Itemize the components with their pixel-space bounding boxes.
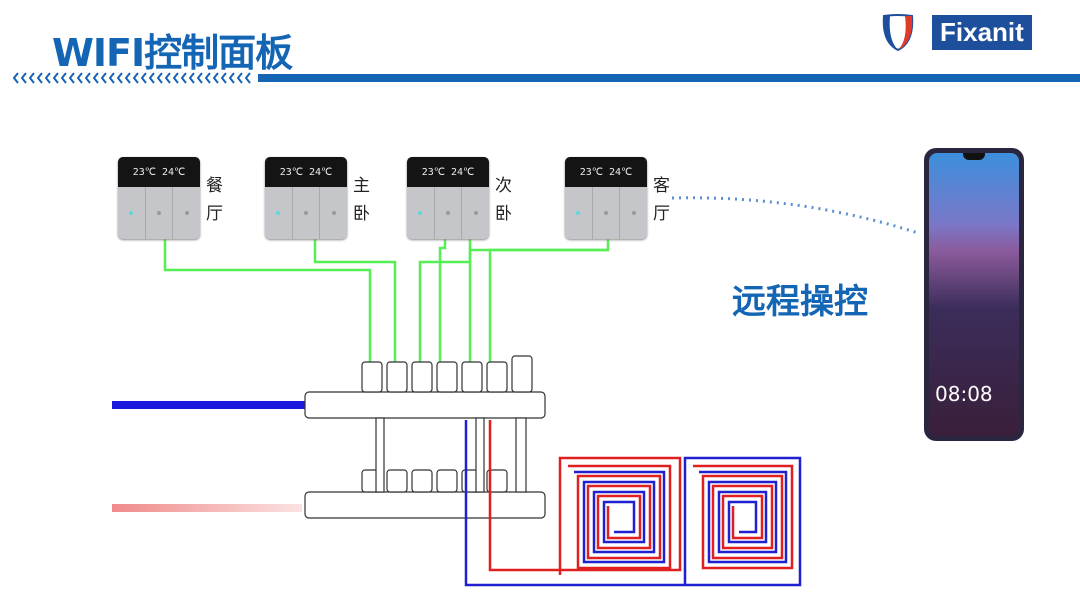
chevron-decoration (60, 72, 67, 84)
chevron-decoration (180, 72, 187, 84)
power-key[interactable] (565, 187, 593, 239)
thermostat-panel[interactable]: 23℃ 24℃ (265, 157, 347, 239)
valve-actuator (386, 361, 408, 393)
chevron-decoration (148, 72, 155, 84)
chevron-decoration (228, 72, 235, 84)
thermostat-display: 23℃ 24℃ (565, 157, 647, 187)
thermostat-panel[interactable]: 23℃ 24℃ (118, 157, 200, 239)
chevron-decoration (188, 72, 195, 84)
chevron-decoration (108, 72, 115, 84)
wifi-link (671, 196, 919, 235)
chevron-decoration (68, 72, 75, 84)
chevron-decoration (164, 72, 171, 84)
thermostat-panel[interactable]: 23℃ 24℃ (565, 157, 647, 239)
chevron-decoration (204, 72, 211, 84)
chevron-decoration (76, 72, 83, 84)
up-key[interactable] (173, 187, 200, 239)
chevron-decoration (132, 72, 139, 84)
thermostat-display: 23℃ 24℃ (118, 157, 200, 187)
thermostat-display: 23℃ 24℃ (407, 157, 489, 187)
brand-name: Fixanit (932, 14, 1032, 50)
valve-actuator (486, 361, 508, 393)
phone-notch (963, 153, 985, 160)
valve-actuator (361, 361, 383, 393)
chevron-decoration (124, 72, 131, 84)
supply-pipe (112, 401, 307, 409)
chevron-decoration (84, 72, 91, 84)
control-wires (163, 238, 610, 362)
thermostat-display: 23℃ 24℃ (265, 157, 347, 187)
current-temp: 23℃ (132, 166, 156, 178)
chevron-decoration (20, 72, 27, 84)
chevron-decoration (172, 72, 179, 84)
room-label: 次卧 (495, 176, 512, 224)
title-divider (12, 72, 1080, 84)
floor-loops (464, 420, 802, 587)
valve-actuator (486, 469, 508, 493)
chevron-decoration (196, 72, 203, 84)
phone-screen: 08:08 (929, 153, 1019, 436)
chevron-decoration (92, 72, 99, 84)
smartphone: 08:08 (924, 148, 1024, 441)
chevron-decoration (244, 72, 251, 84)
chevron-decoration (140, 72, 147, 84)
current-temp: 23℃ (579, 166, 603, 178)
chevron-decoration (156, 72, 163, 84)
chevron-decoration (36, 72, 43, 84)
room-label: 客厅 (653, 176, 670, 224)
set-temp: 24℃ (309, 166, 333, 178)
page-title: WIFI控制面板 (52, 31, 293, 75)
current-temp: 23℃ (279, 166, 303, 178)
chevron-decoration (100, 72, 107, 84)
chevron-decoration (116, 72, 123, 84)
power-key[interactable] (118, 187, 146, 239)
brand-logo: Fixanit (878, 12, 1032, 52)
chevron-decoration (212, 72, 219, 84)
current-temp: 23℃ (421, 166, 445, 178)
valve-actuator (411, 361, 433, 393)
chevron-decoration (236, 72, 243, 84)
room-label: 主卧 (353, 176, 370, 224)
up-key[interactable] (462, 187, 489, 239)
phone-clock: 08:08 (935, 382, 993, 406)
set-temp: 24℃ (162, 166, 186, 178)
valve-actuator (411, 469, 433, 493)
up-key[interactable] (320, 187, 347, 239)
valve-actuator (436, 361, 458, 393)
return-pipe (112, 504, 302, 512)
down-key[interactable] (293, 187, 321, 239)
power-key[interactable] (265, 187, 293, 239)
power-key[interactable] (407, 187, 435, 239)
remote-control-label: 远程操控 (732, 282, 868, 322)
valve-actuator (386, 469, 408, 493)
valve-actuator (436, 469, 458, 493)
set-temp: 24℃ (451, 166, 475, 178)
valve-actuator (461, 361, 483, 393)
chevron-decoration (52, 72, 59, 84)
chevron-decoration (220, 72, 227, 84)
shield-logo-icon (882, 14, 914, 52)
up-key[interactable] (620, 187, 647, 239)
manifold (304, 355, 546, 519)
down-key[interactable] (146, 187, 174, 239)
thermostat-panel[interactable]: 23℃ 24℃ (407, 157, 489, 239)
room-label: 餐厅 (206, 176, 223, 224)
set-temp: 24℃ (609, 166, 633, 178)
chevron-decoration (28, 72, 35, 84)
down-key[interactable] (435, 187, 463, 239)
down-key[interactable] (593, 187, 621, 239)
chevron-decoration (12, 72, 19, 84)
chevron-decoration (44, 72, 51, 84)
